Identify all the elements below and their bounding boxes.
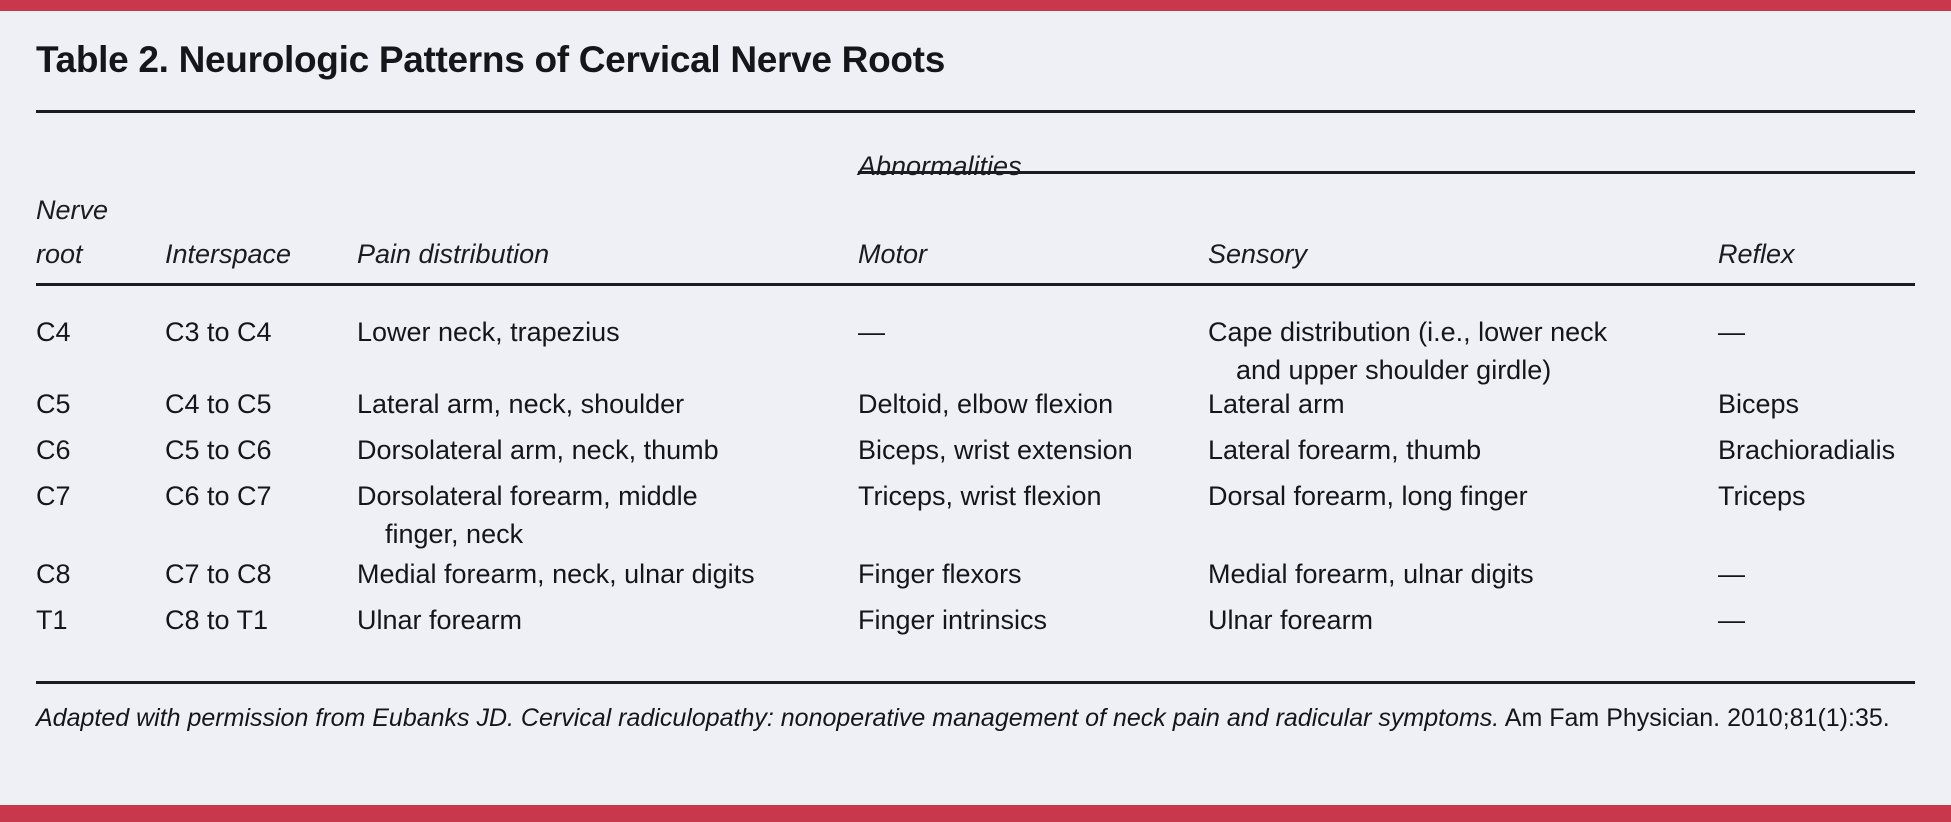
cell-motor-c5: Deltoid, elbow flexion <box>858 389 1114 419</box>
page-title: Table 2. Neurologic Patterns of Cervical… <box>36 39 945 80</box>
source-note-citation: Adapted with permission from Eubanks JD.… <box>36 704 1500 732</box>
cell-sensory-c7: Dorsal forearm, long finger <box>1208 481 1528 511</box>
cell-reflex-c4: — <box>1718 317 1745 347</box>
rule-under-abnormalities <box>858 171 1915 174</box>
brand-rule-top <box>0 0 1951 11</box>
cell-motor-c6: Biceps, wrist extension <box>858 435 1133 465</box>
column-header-reflex: Reflex <box>1718 239 1795 269</box>
cell-sensory-c8: Medial forearm, ulnar digits <box>1208 559 1534 589</box>
table-sheet: Table 2. Neurologic Patterns of Cervical… <box>0 11 1951 805</box>
cell-interspace-c8: C7 to C8 <box>165 559 272 589</box>
cell-motor-c8: Finger flexors <box>858 559 1022 589</box>
cell-motor-c7: Triceps, wrist flexion <box>858 481 1102 511</box>
cell-pain-distribution-c8: Medial forearm, neck, ulnar digits <box>357 559 755 589</box>
cell-sensory-c4-line2: and upper shoulder girdle) <box>1236 355 1552 385</box>
column-group-abnormalities: Abnormalities <box>858 151 1022 181</box>
source-note: Adapted with permission from Eubanks JD.… <box>36 701 1926 736</box>
cell-sensory-c5: Lateral arm <box>1208 389 1345 419</box>
rule-under-title <box>36 110 1915 113</box>
cell-nerve-root-t1: T1 <box>36 605 68 635</box>
column-header-sensory: Sensory <box>1208 239 1308 269</box>
rule-under-column-headers <box>36 283 1915 286</box>
cell-sensory-t1: Ulnar forearm <box>1208 605 1374 635</box>
cell-nerve-root-c7: C7 <box>36 481 71 511</box>
cell-reflex-t1: — <box>1718 605 1745 635</box>
cell-pain-distribution-c4: Lower neck, trapezius <box>357 317 620 347</box>
cell-sensory-c6: Lateral forearm, thumb <box>1208 435 1482 465</box>
column-header-motor: Motor <box>858 239 928 269</box>
cell-pain-distribution-c6: Dorsolateral arm, neck, thumb <box>357 435 719 465</box>
column-header-nerve-root-line2: root <box>36 239 83 269</box>
cell-interspace-c7: C6 to C7 <box>165 481 272 511</box>
cell-reflex-c7: Triceps <box>1718 481 1806 511</box>
column-header-pain-distribution: Pain distribution <box>357 239 550 269</box>
column-header-nerve-root-line1: Nerve <box>36 195 109 225</box>
cell-interspace-c5: C4 to C5 <box>165 389 272 419</box>
cell-motor-t1: Finger intrinsics <box>858 605 1048 635</box>
cell-motor-c4: — <box>858 317 885 347</box>
cell-pain-distribution-c5: Lateral arm, neck, shoulder <box>357 389 685 419</box>
brand-rule-bottom <box>0 805 1951 822</box>
cell-reflex-c8: — <box>1718 559 1745 589</box>
cell-interspace-t1: C8 to T1 <box>165 605 269 635</box>
cell-pain-distribution-c7-line2: finger, neck <box>385 519 524 549</box>
cell-pain-distribution-t1: Ulnar forearm <box>357 605 523 635</box>
cell-reflex-c6: Brachioradialis <box>1718 435 1896 465</box>
cell-nerve-root-c5: C5 <box>36 389 71 419</box>
column-header-interspace: Interspace <box>165 239 292 269</box>
cell-nerve-root-c6: C6 <box>36 435 71 465</box>
cell-nerve-root-c4: C4 <box>36 317 71 347</box>
cell-reflex-c5: Biceps <box>1718 389 1800 419</box>
rule-above-footnote <box>36 681 1915 684</box>
source-note-journal: Am Fam Physician. 2010;81(1):35. <box>1499 704 1890 732</box>
cell-interspace-c4: C3 to C4 <box>165 317 272 347</box>
cell-nerve-root-c8: C8 <box>36 559 71 589</box>
cell-interspace-c6: C5 to C6 <box>165 435 272 465</box>
